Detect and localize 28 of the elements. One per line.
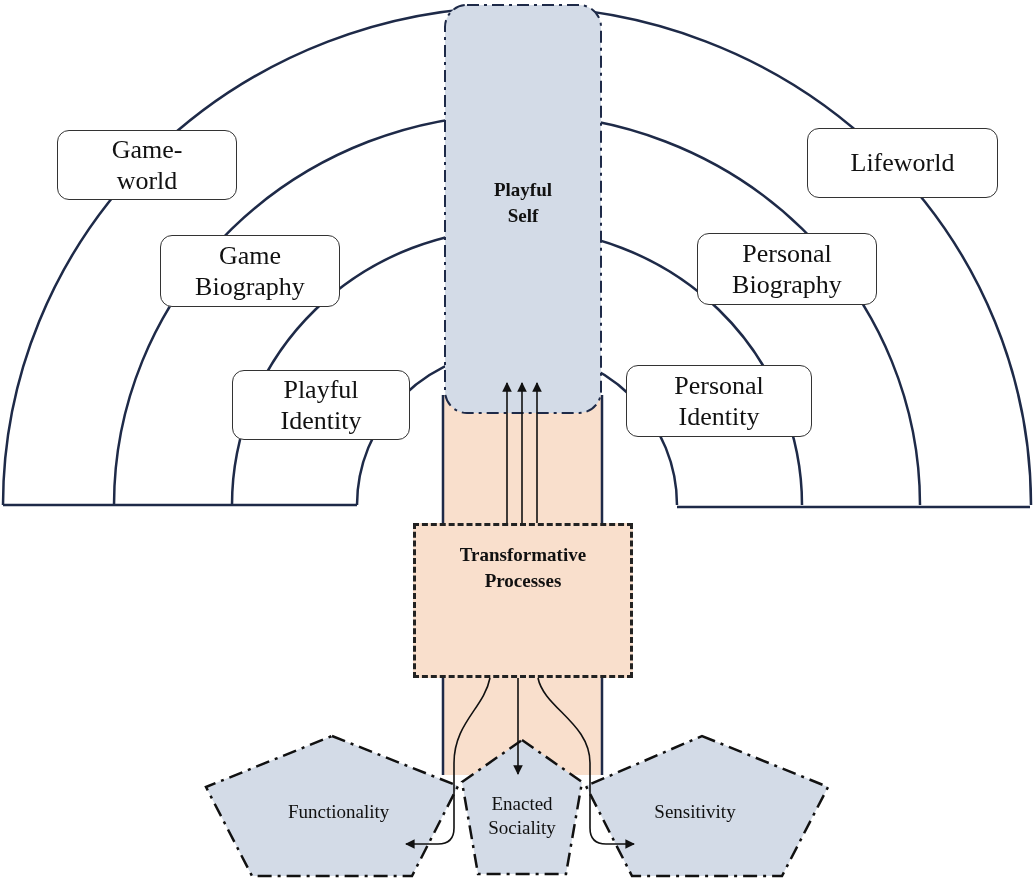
label-box <box>807 128 998 198</box>
label-box <box>232 370 410 440</box>
arrow <box>502 382 512 524</box>
layer-label: Lifeworld <box>849 147 956 179</box>
arrow <box>517 382 527 524</box>
pentagon <box>462 740 582 874</box>
layer-label: Game- world <box>110 133 184 197</box>
pentagon-label: Functionality <box>288 800 388 824</box>
layer-label: Playful Identity <box>279 373 363 437</box>
arrow <box>532 382 542 524</box>
layer-label: Personal Identity <box>673 369 765 433</box>
label-box <box>626 365 812 437</box>
arrow <box>537 677 635 849</box>
node-title: Playful Self <box>492 178 554 228</box>
pentagon <box>586 736 828 876</box>
label-box <box>697 233 877 305</box>
layer-label: Personal Biography <box>731 237 843 301</box>
pentagon-label: Sensitivity <box>653 800 737 824</box>
pentagon-label: Enacted Sociality <box>487 792 557 840</box>
label-box <box>57 130 237 200</box>
arrow <box>513 677 523 775</box>
layer-label: Game Biography <box>194 239 306 303</box>
arrow <box>405 677 491 849</box>
pentagon <box>206 736 458 876</box>
node-title: Transformative Processes <box>458 543 588 593</box>
dash-dot-rounded-box <box>445 5 601 413</box>
label-box <box>160 235 340 307</box>
process-box <box>413 523 633 678</box>
